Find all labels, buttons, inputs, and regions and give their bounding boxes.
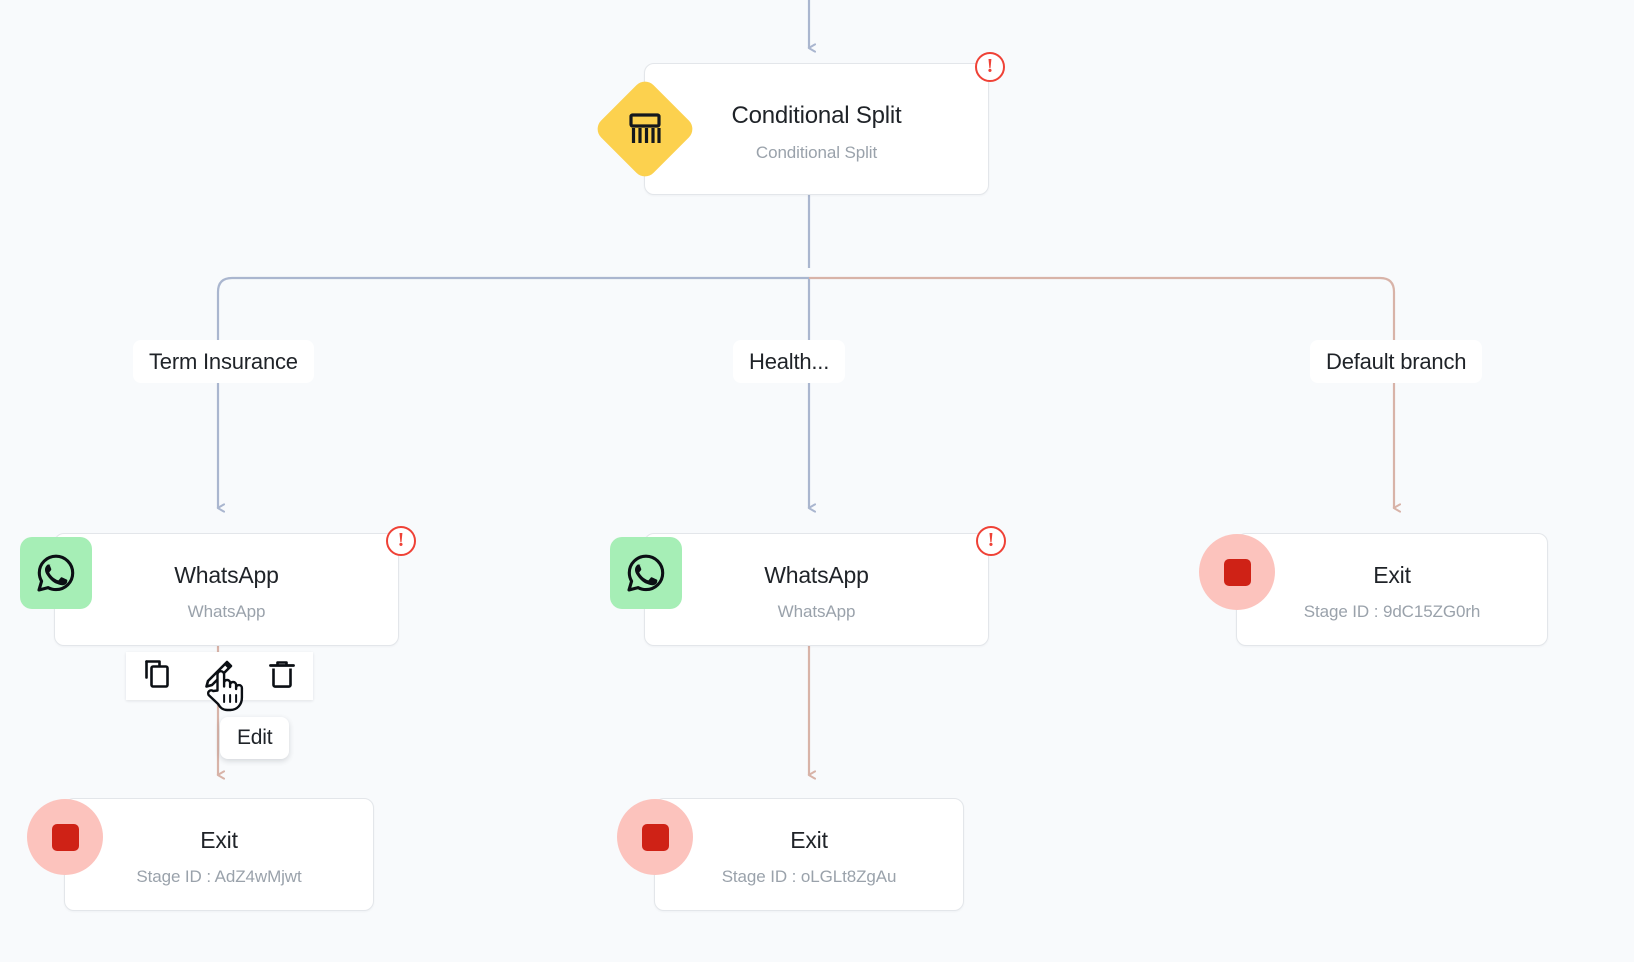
node-stage-id: Stage ID : AdZ4wMjwt [136,867,302,887]
node-title: Exit [790,826,828,853]
node-whatsapp-mid[interactable]: WhatsApp WhatsApp ! [610,526,1006,646]
trash-icon [266,658,298,695]
node-conditional-split[interactable]: Conditional Split Conditional Split ! [592,52,1005,195]
copy-icon [141,658,173,695]
branch-label-term-insurance[interactable]: Term Insurance [133,340,314,384]
stop-icon [27,799,103,875]
node-exit-right[interactable]: Exit Stage ID : 9dC15ZG0rh [1199,533,1548,646]
error-badge[interactable]: ! [386,526,416,556]
error-badge[interactable]: ! [975,52,1005,82]
duplicate-button[interactable] [135,654,179,698]
node-subtitle: Conditional Split [755,143,878,163]
node-stage-id: Stage ID : oLGLt8ZgAu [721,867,897,887]
node-title: Exit [1373,561,1411,588]
node-subtitle: WhatsApp [777,602,856,622]
node-subtitle: WhatsApp [187,602,266,622]
edit-button[interactable] [197,654,241,698]
node-title: Conditional Split [731,101,902,129]
conditional-split-icon [592,76,698,182]
node-title: WhatsApp [764,561,869,588]
error-badge[interactable]: ! [976,526,1006,556]
node-exit-mid[interactable]: Exit Stage ID : oLGLt8ZgAu [617,798,964,911]
node-exit-left[interactable]: Exit Stage ID : AdZ4wMjwt [27,798,374,911]
stop-icon [617,799,693,875]
node-stage-id: Stage ID : 9dC15ZG0rh [1303,602,1481,622]
delete-button[interactable] [260,654,304,698]
branch-label-health[interactable]: Health... [733,340,846,384]
node-title: Exit [200,826,238,853]
branch-label-default[interactable]: Default branch [1310,340,1483,384]
node-whatsapp-left[interactable]: WhatsApp WhatsApp ! [20,526,416,646]
pencil-icon [203,658,235,695]
edit-tooltip: Edit [220,717,290,759]
node-title: WhatsApp [174,561,279,588]
whatsapp-icon [20,537,92,609]
stop-icon [1199,534,1275,610]
whatsapp-icon [610,537,682,609]
node-action-toolbar[interactable] [126,652,313,700]
